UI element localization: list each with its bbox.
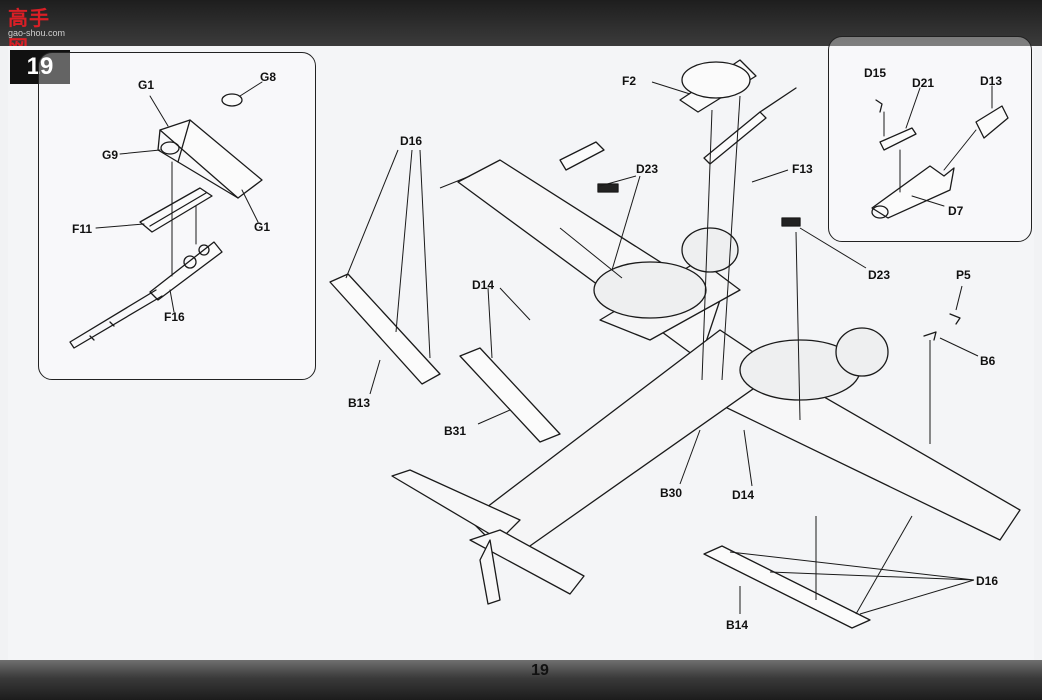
label-d23-top: D23: [636, 162, 659, 176]
gun-assembly-parts: [69, 93, 263, 349]
label-g1-top: G1: [138, 78, 155, 92]
aircraft-tailplane: [391, 469, 585, 605]
label-g9: G9: [102, 148, 119, 162]
step-number-badge: 19: [10, 50, 70, 84]
label-d16-top: D16: [400, 134, 423, 148]
label-d7: D7: [948, 204, 964, 218]
drop-tank-f2: [679, 59, 757, 113]
label-d15: D15: [864, 66, 887, 80]
bottom-bar: [0, 660, 1042, 700]
label-d23-right: D23: [868, 268, 891, 282]
label-d13: D13: [980, 74, 1003, 88]
nose-cannon: [703, 87, 797, 165]
label-b13: B13: [348, 396, 371, 410]
flap-b14: [703, 545, 871, 629]
label-d14-bottom: D14: [732, 488, 755, 502]
label-g1-bottom: G1: [254, 220, 271, 234]
rocket-assembly-parts: [871, 99, 1009, 219]
aircraft-engine-nacelles: [593, 227, 889, 401]
label-f16: F16: [164, 310, 185, 324]
main-leader-lines: [345, 81, 979, 615]
page-number: 19: [531, 662, 549, 679]
flap-b31: [459, 347, 561, 443]
rocket-assembly-leaders: [883, 85, 993, 207]
label-d14-left: D14: [472, 278, 495, 292]
right-inset-rocket-assembly: [828, 36, 1032, 242]
label-d16-bottom: D16: [976, 574, 999, 588]
label-f11: F11: [72, 222, 93, 236]
label-b6: B6: [980, 354, 996, 368]
label-f2: F2: [622, 74, 637, 88]
top-bar-gradient: [0, 0, 1042, 46]
label-b30: B30: [660, 486, 683, 500]
label-b14: B14: [726, 618, 749, 632]
gun-assembly-leaders: [95, 81, 263, 313]
label-f13: F13: [792, 162, 813, 176]
part-p5-b6: [923, 313, 961, 341]
label-g8: G8: [260, 70, 277, 84]
label-b31: B31: [444, 424, 467, 438]
flap-b13: [329, 273, 441, 385]
rocket-d23: [559, 141, 801, 227]
label-d21: D21: [912, 76, 935, 90]
label-p5: P5: [956, 268, 971, 282]
watermark-subtitle: gao-shou.com: [8, 28, 66, 38]
